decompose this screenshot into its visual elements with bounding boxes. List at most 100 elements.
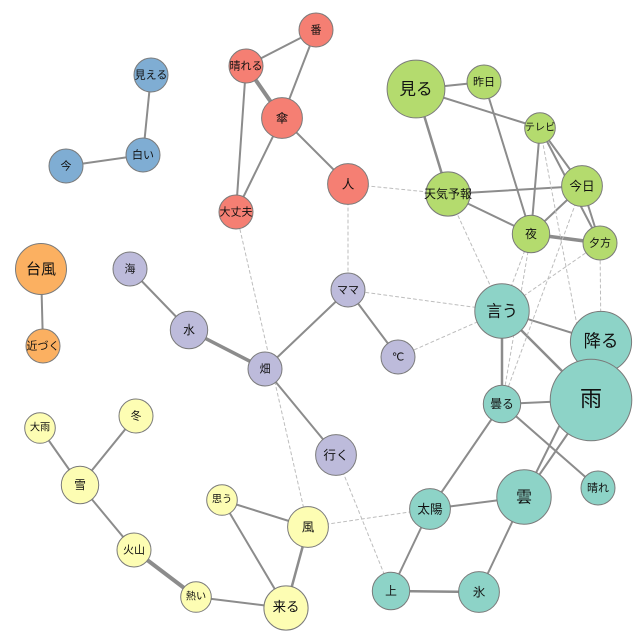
node-label-kuru: 来る	[273, 600, 300, 616]
node-kasa[interactable]: 傘	[261, 97, 303, 139]
node-kumoru[interactable]: 曇る	[482, 384, 522, 424]
node-daijoubu[interactable]: 大丈夫	[218, 194, 254, 230]
node-circle-taiyou[interactable]	[409, 488, 451, 530]
node-label-ima: 今	[61, 159, 72, 173]
node-circle-iku[interactable]	[315, 434, 357, 476]
node-circle-ban[interactable]	[298, 12, 334, 48]
node-kinou[interactable]: 昨日	[466, 64, 502, 100]
node-label-yuugata: 夕方	[589, 236, 611, 250]
node-circle-ue[interactable]	[371, 571, 411, 611]
node-celsius[interactable]: ℃	[380, 339, 416, 375]
node-circle-hareru_r[interactable]	[228, 48, 264, 84]
node-circle-kumo[interactable]	[496, 469, 552, 525]
node-circle-atsui[interactable]	[180, 581, 212, 613]
node-label-celsius: ℃	[392, 351, 404, 364]
node-label-kasa: 傘	[276, 111, 289, 126]
node-circle-miru[interactable]	[386, 59, 446, 119]
node-circle-kaze[interactable]	[287, 506, 329, 548]
node-yuugata[interactable]: 夕方	[582, 225, 618, 261]
node-umi[interactable]: 海	[112, 251, 148, 287]
node-mama[interactable]: ママ	[330, 272, 366, 308]
node-yoru[interactable]: 夜	[511, 214, 551, 254]
node-circle-kuru[interactable]	[263, 585, 309, 631]
node-kaze[interactable]: 風	[287, 506, 329, 548]
node-label-kinou: 昨日	[473, 76, 495, 89]
node-circle-mieru[interactable]	[133, 57, 169, 93]
node-circle-fuyu[interactable]	[118, 398, 154, 434]
node-circle-shiroi[interactable]	[125, 137, 161, 173]
node-circle-kinou[interactable]	[466, 64, 502, 100]
node-hatake[interactable]: 畑	[247, 351, 283, 387]
node-circle-hareru_t[interactable]	[580, 470, 616, 506]
node-circle-ima[interactable]	[48, 148, 84, 184]
node-circle-daijoubu[interactable]	[218, 194, 254, 230]
node-yuki[interactable]: 雪	[60, 465, 100, 505]
node-circle-kumoru[interactable]	[482, 384, 522, 424]
node-label-hito: 人	[342, 177, 355, 192]
node-circle-chikazuku[interactable]	[25, 328, 61, 364]
node-ooame[interactable]: 大雨	[24, 412, 56, 444]
node-circle-hatake[interactable]	[247, 351, 283, 387]
node-circle-ame[interactable]	[549, 358, 633, 442]
edge-kinou-yoru	[483, 81, 532, 235]
edge-celsius-iu	[397, 310, 503, 358]
node-kuru[interactable]: 来る	[263, 585, 309, 631]
node-kazan[interactable]: 火山	[116, 532, 152, 568]
node-circle-omou[interactable]	[206, 484, 238, 516]
node-label-tenkiyohou: 天気予報	[424, 186, 472, 201]
node-ban[interactable]: 番	[298, 12, 334, 48]
node-circle-celsius[interactable]	[380, 339, 416, 375]
node-label-atsui: 熱い	[186, 590, 206, 603]
node-circle-kasa[interactable]	[261, 97, 303, 139]
node-circle-kazan[interactable]	[116, 532, 152, 568]
node-shiroi[interactable]: 白い	[125, 137, 161, 173]
node-label-iku: 行く	[323, 448, 348, 463]
node-label-ame: 雨	[580, 388, 602, 413]
node-label-miru: 見る	[399, 80, 432, 99]
node-label-ooame: 大雨	[30, 421, 50, 434]
node-circle-yuki[interactable]	[60, 465, 100, 505]
node-iu[interactable]: 言う	[474, 283, 530, 339]
node-circle-koori[interactable]	[458, 571, 500, 613]
node-fuyu[interactable]: 冬	[118, 398, 154, 434]
node-hareru_t[interactable]: 晴れ	[580, 470, 616, 506]
node-miru[interactable]: 見る	[386, 59, 446, 119]
node-circle-kyou[interactable]	[561, 165, 603, 207]
node-circle-iu[interactable]	[474, 283, 530, 339]
node-label-ban: 番	[311, 24, 322, 37]
node-circle-yuugata[interactable]	[582, 225, 618, 261]
node-iku[interactable]: 行く	[315, 434, 357, 476]
node-taiyou[interactable]: 太陽	[409, 488, 451, 530]
node-circle-yoru[interactable]	[511, 214, 551, 254]
node-koori[interactable]: 氷	[458, 571, 500, 613]
edge-kumoru-taiyou	[429, 403, 503, 510]
node-circle-taifuu[interactable]	[15, 243, 67, 295]
node-omou[interactable]: 思う	[206, 484, 238, 516]
node-ue[interactable]: 上	[371, 571, 411, 611]
node-label-kumo: 雲	[516, 488, 532, 507]
node-ame[interactable]: 雨	[549, 358, 633, 442]
node-mizu[interactable]: 水	[169, 310, 209, 350]
node-circle-tenkiyohou[interactable]	[425, 171, 471, 217]
node-hito[interactable]: 人	[327, 163, 369, 205]
node-ima[interactable]: 今	[48, 148, 84, 184]
node-hareru_r[interactable]: 晴れる	[228, 48, 264, 84]
node-circle-ooame[interactable]	[24, 412, 56, 444]
edge-mama-iu	[347, 289, 503, 312]
node-mieru[interactable]: 見える	[133, 57, 169, 93]
node-circle-hito[interactable]	[327, 163, 369, 205]
node-circle-terebi[interactable]	[524, 112, 556, 144]
node-circle-mizu[interactable]	[169, 310, 209, 350]
edge-yuugata-furu	[599, 242, 602, 343]
node-circle-mama[interactable]	[330, 272, 366, 308]
node-label-mama: ママ	[337, 284, 359, 297]
node-terebi[interactable]: テレビ	[524, 112, 556, 144]
node-chikazuku[interactable]: 近づく	[25, 328, 61, 364]
node-taifuu[interactable]: 台風	[15, 243, 67, 295]
node-tenkiyohou[interactable]: 天気予報	[424, 171, 472, 217]
edge-kyou-kumoru	[501, 185, 583, 405]
node-kumo[interactable]: 雲	[496, 469, 552, 525]
node-atsui[interactable]: 熱い	[180, 581, 212, 613]
node-kyou[interactable]: 今日	[561, 165, 603, 207]
node-circle-umi[interactable]	[112, 251, 148, 287]
